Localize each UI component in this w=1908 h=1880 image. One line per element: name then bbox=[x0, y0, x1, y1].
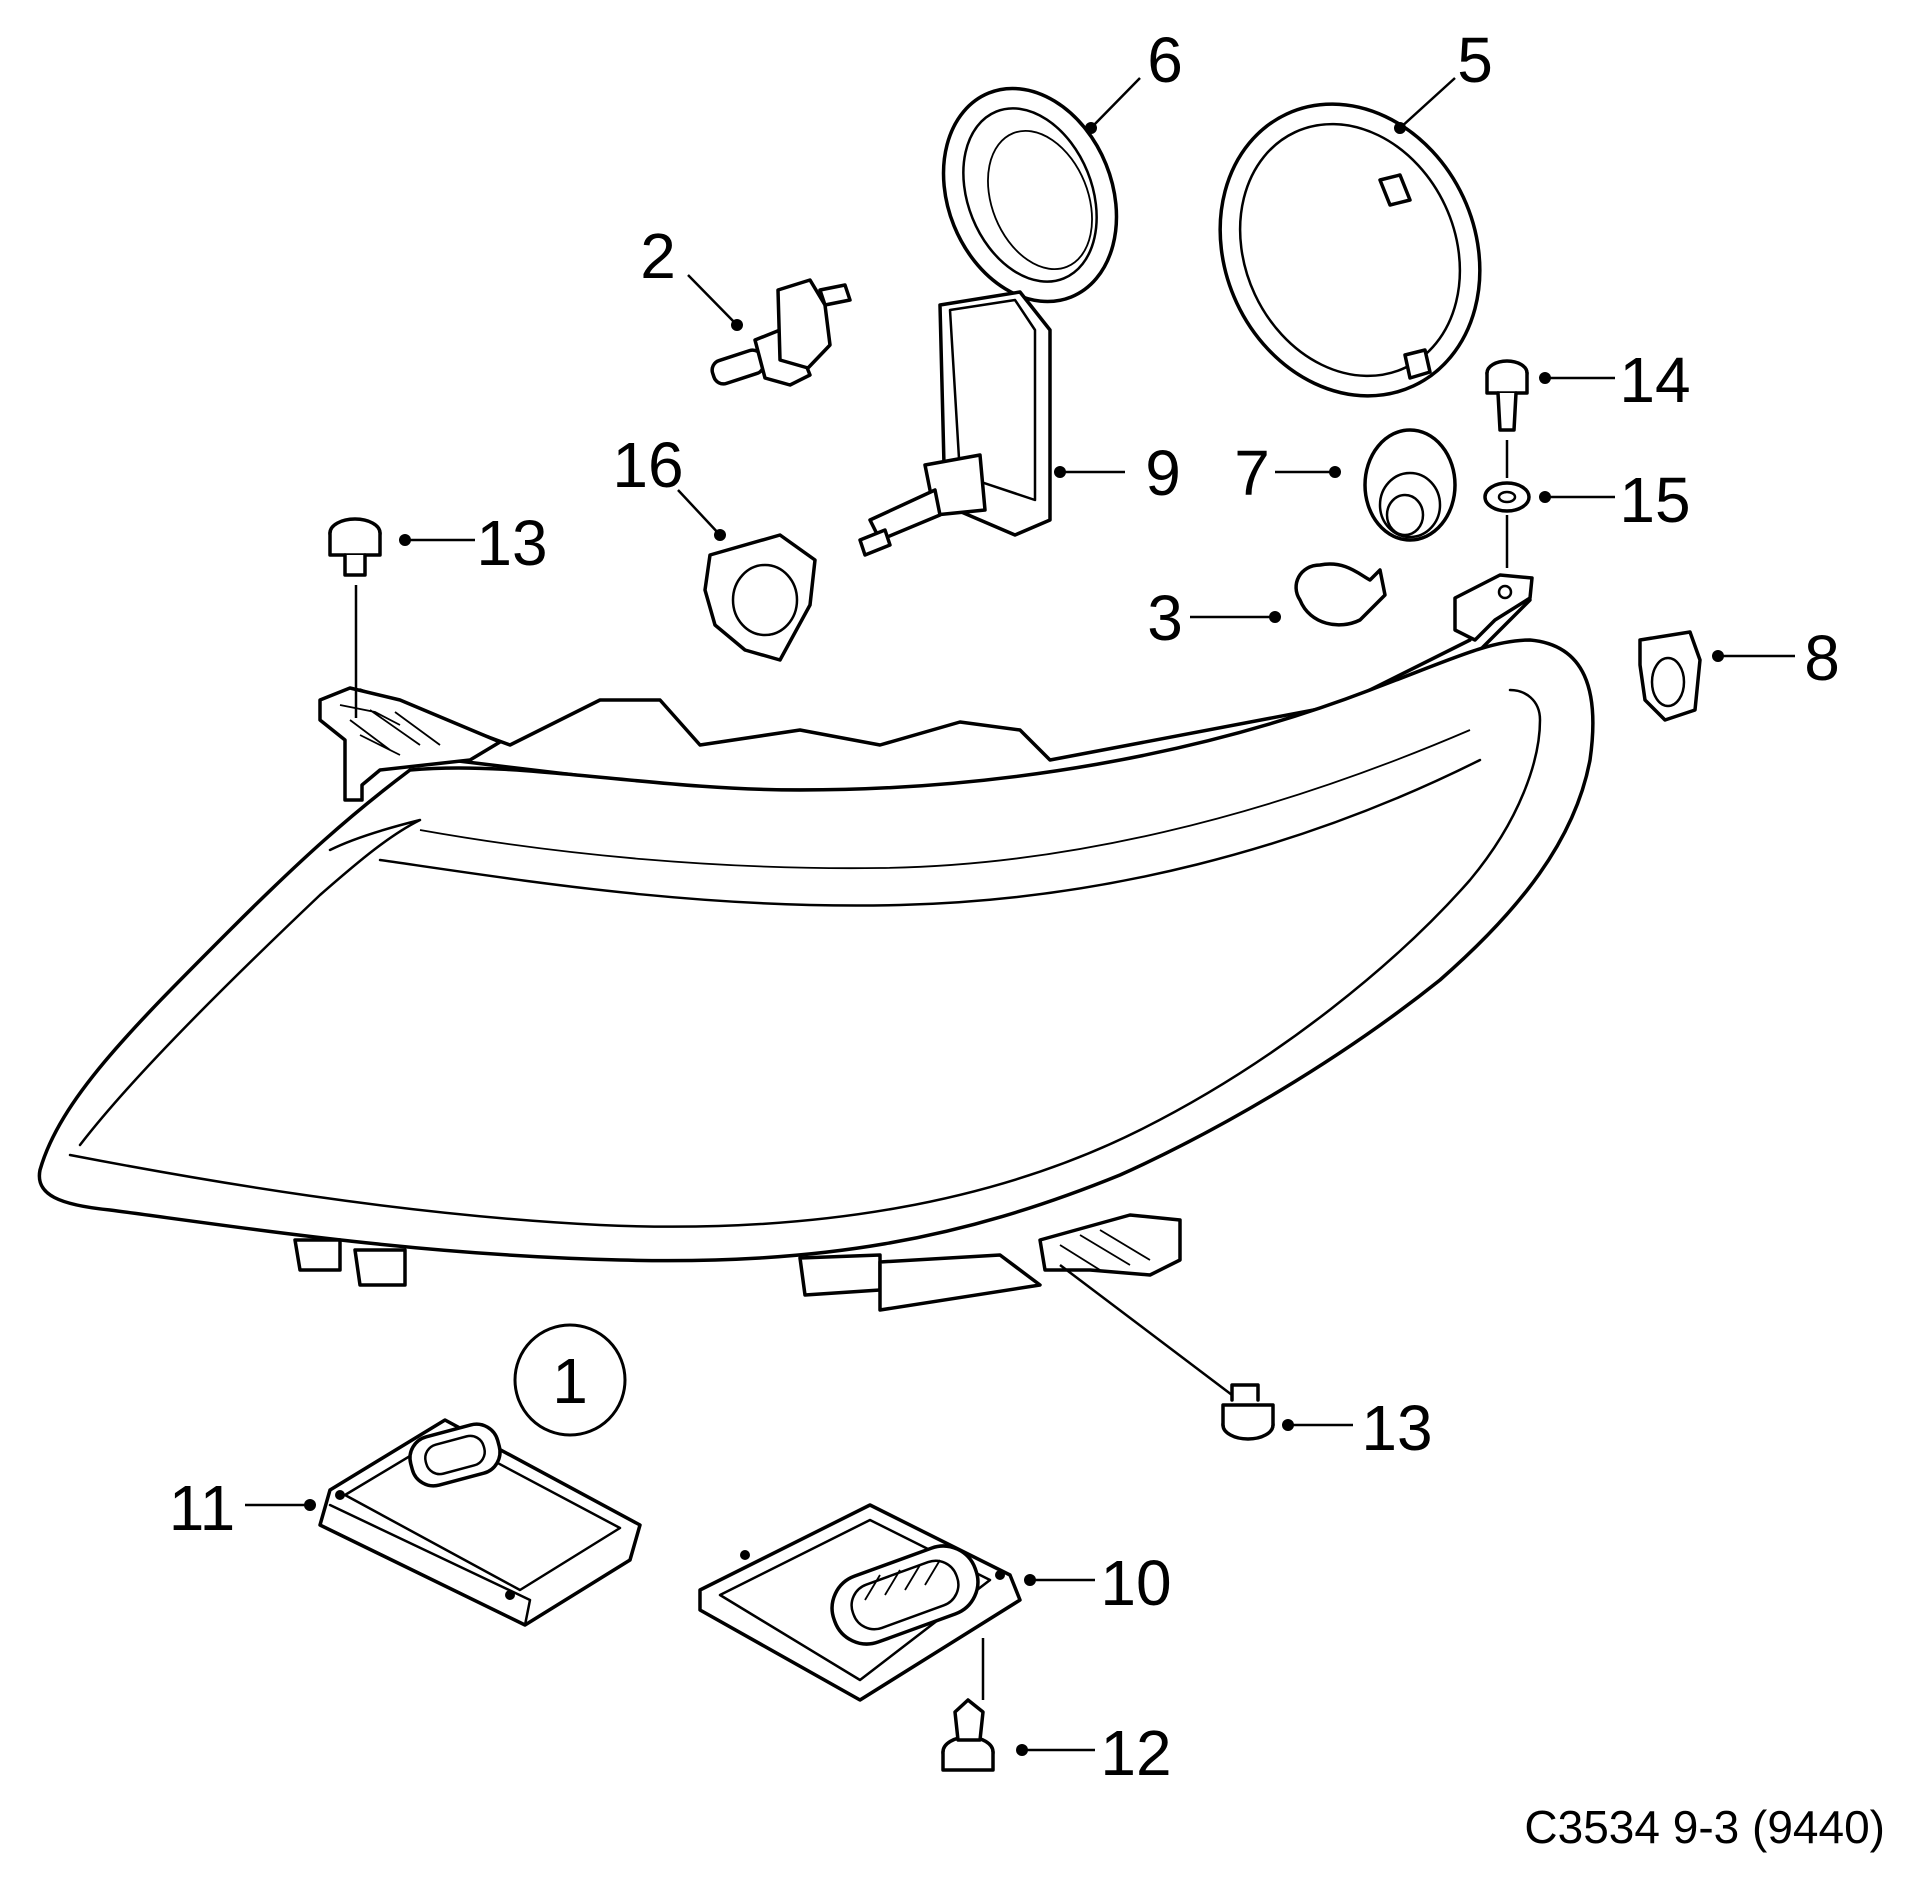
retaining-clip bbox=[703, 533, 817, 662]
callout-1: 1 bbox=[552, 1345, 588, 1417]
xenon-bulb bbox=[858, 290, 1052, 557]
callout-7: 7 bbox=[1234, 437, 1270, 509]
lamp-ring-5 bbox=[1218, 102, 1482, 398]
screw-13-lower bbox=[1221, 1383, 1275, 1441]
callout-16: 16 bbox=[612, 429, 683, 501]
callout-14: 14 bbox=[1619, 344, 1690, 416]
screw-14 bbox=[1485, 359, 1529, 432]
callout-5: 5 bbox=[1457, 24, 1493, 96]
washer-15 bbox=[1483, 481, 1531, 513]
callout-11: 11 bbox=[169, 1472, 235, 1544]
lamp-ring-6 bbox=[941, 86, 1119, 304]
clip-8 bbox=[1638, 630, 1702, 722]
bulb-holder-7 bbox=[1363, 428, 1457, 542]
screw-13-upper bbox=[328, 517, 382, 577]
callout-1-circle bbox=[513, 1323, 627, 1437]
callout-8: 8 bbox=[1804, 622, 1840, 694]
figure-caption: C3534 9-3 (9440) bbox=[1524, 1801, 1885, 1853]
callout-13-upper: 13 bbox=[476, 507, 547, 579]
callout-12: 12 bbox=[1100, 1717, 1171, 1789]
screw-12 bbox=[941, 1698, 995, 1772]
headlamp-housing bbox=[37, 573, 1595, 1312]
callout-3: 3 bbox=[1147, 582, 1183, 654]
ballast-unit-11 bbox=[318, 1418, 642, 1627]
callout-9: 9 bbox=[1145, 437, 1181, 509]
callout-10: 10 bbox=[1100, 1547, 1171, 1619]
callout-15: 15 bbox=[1619, 464, 1690, 536]
callout-13-lower: 13 bbox=[1361, 1392, 1432, 1464]
h7-bulb bbox=[710, 278, 852, 387]
leader-lines bbox=[245, 77, 1795, 1756]
signal-bulb bbox=[1294, 562, 1387, 627]
ballast-unit-10 bbox=[698, 1503, 1022, 1702]
callout-2: 2 bbox=[640, 220, 676, 292]
callout-6: 6 bbox=[1147, 24, 1183, 96]
